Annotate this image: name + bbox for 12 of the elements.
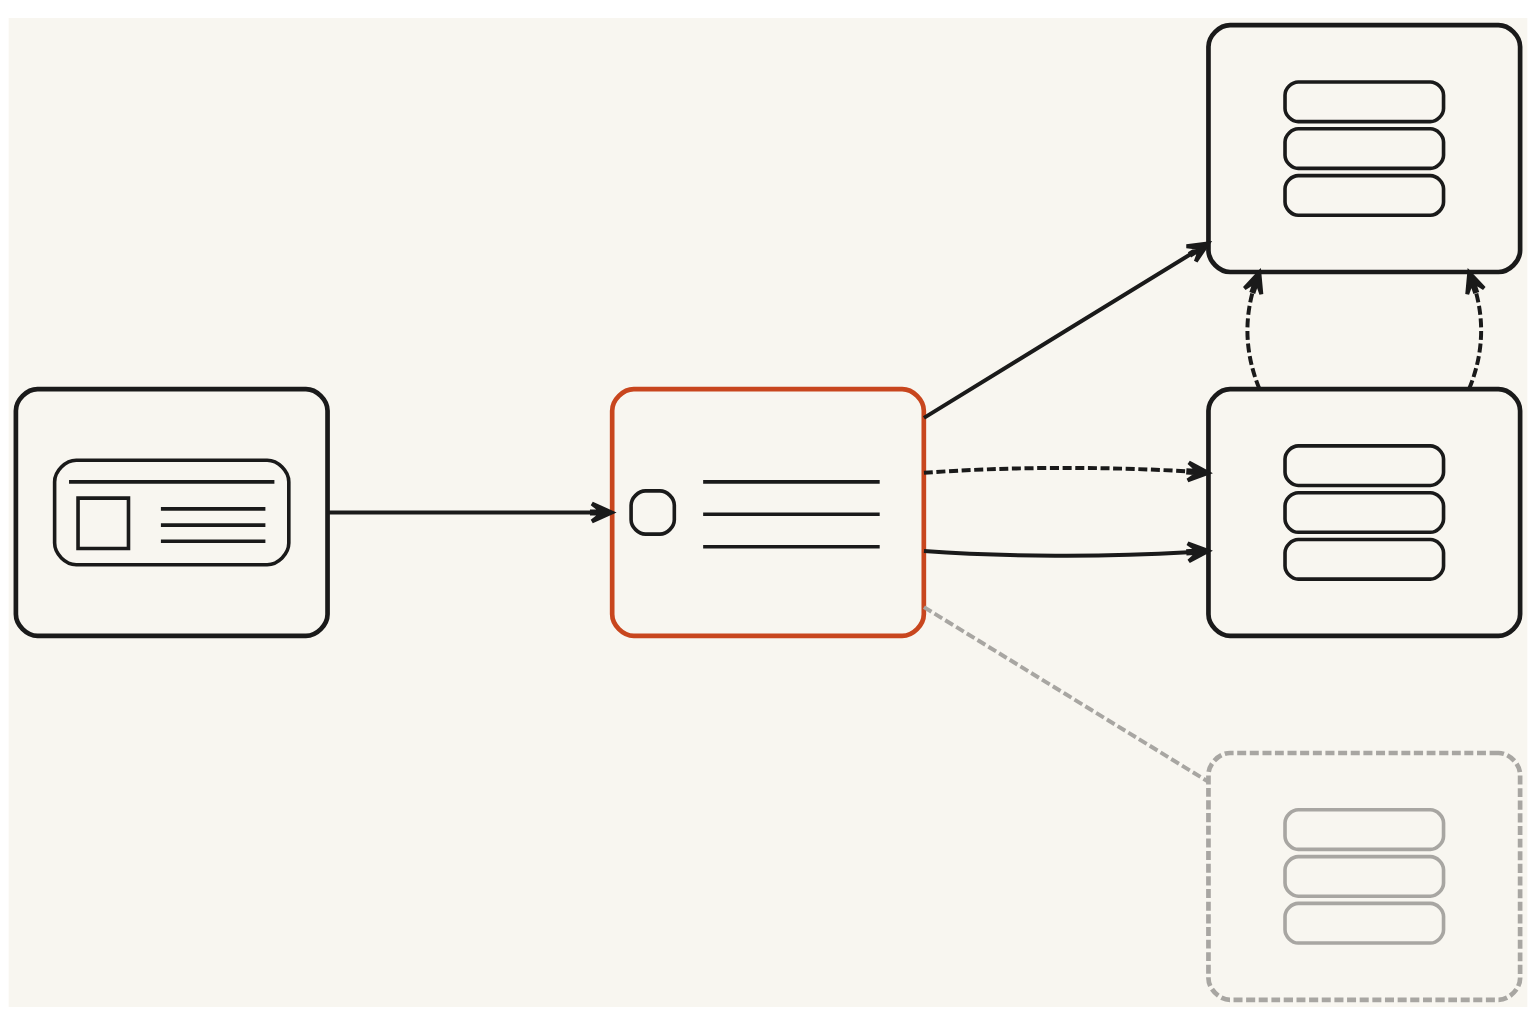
arrow: [922, 240, 1211, 419]
node-picture: [1206, 386, 1523, 638]
arrow: [327, 501, 614, 523]
arrow: [1465, 270, 1487, 390]
arrow: [1242, 270, 1264, 390]
node-picture: [609, 386, 927, 638]
node-picture: [13, 386, 330, 638]
node-picture: [1206, 22, 1523, 274]
connector: [922, 605, 1210, 783]
node-picture: [1206, 750, 1523, 1002]
arrow: [923, 540, 1211, 563]
arrow: [923, 460, 1211, 482]
